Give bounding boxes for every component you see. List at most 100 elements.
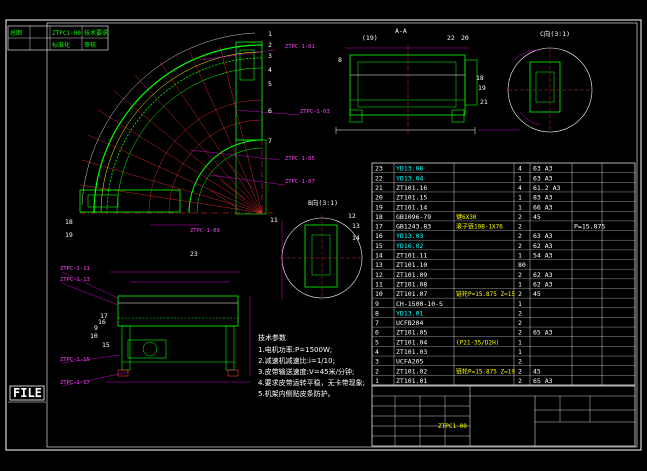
- bom-cell-code: UCFB204: [396, 319, 423, 327]
- label-19: (19): [362, 34, 378, 42]
- callout-11: 11: [270, 216, 278, 224]
- callout-10: 10: [90, 332, 98, 340]
- callout-13: 13: [352, 222, 360, 230]
- header-cell-4: 审核: [84, 41, 96, 49]
- callout-3: 3: [268, 52, 272, 60]
- bom-cell-mat: 63 A3: [533, 232, 553, 240]
- bom-cell-name: 链轮P=15.875 Z=15: [456, 290, 515, 298]
- bom-cell-no: 21: [375, 184, 383, 192]
- bom-cell-mat: 63 A3: [533, 174, 553, 182]
- notes-line-2: 2.减速机减速比:i=1/10;: [258, 356, 335, 365]
- bom-cell-qty: 4: [518, 165, 522, 173]
- bom-cell-no: 6: [375, 329, 379, 337]
- bom-cell-mat: 54 A3: [533, 252, 553, 260]
- bom-cell-qty: 2: [518, 309, 522, 317]
- callout-8: 8: [338, 56, 342, 64]
- svg-text:ZTPC-1-09: ZTPC-1-09: [190, 228, 220, 234]
- callout-5: 5: [268, 80, 272, 88]
- bom-cell-no: 13: [375, 261, 383, 269]
- callout-1: 1: [268, 30, 272, 38]
- label-20: 20: [461, 34, 469, 42]
- bom-cell-code: YD16.02: [396, 242, 423, 250]
- bom-cell-qty: 2: [518, 232, 522, 240]
- bom-cell-qty: 80: [518, 261, 526, 269]
- bom-cell-code: ZT101.14: [396, 203, 427, 211]
- notes-title: 技术参数: [258, 333, 286, 342]
- bom-cell-qty: 2: [518, 213, 522, 221]
- bom-cell-no: 17: [375, 223, 383, 231]
- svg-text:ZTPC-1-01: ZTPC-1-01: [285, 44, 315, 50]
- curved-conveyor-plan-view: ZTPC-1-01 ZTPC-1-03 ZTPC-1-05 ZTPC-1-07 …: [79, 32, 330, 234]
- bom-cell-code: ZT101.07: [396, 290, 427, 298]
- bom-cell-code: GB1096-79: [396, 213, 431, 221]
- bom-cell-no: 16: [375, 232, 383, 240]
- bom-cell-code: YD13.04: [396, 174, 423, 182]
- label-section-aa: A-A: [395, 27, 407, 35]
- bom-cell-no: 14: [375, 252, 383, 260]
- bom-cell-code: YD13.03: [396, 232, 423, 240]
- callout-9: 9: [94, 324, 98, 332]
- side-file-label: FILE: [13, 386, 42, 400]
- callout-17: 17: [100, 312, 108, 320]
- bom-cell-mat: 63 A3: [533, 165, 553, 173]
- bom-cell-mat: 45: [533, 213, 541, 221]
- callout-numbers: 1 2 3 4 5 6 7 8 9 10 11 12 13 14 15 16 1…: [65, 30, 488, 349]
- side-elevation-view: ZTPC-1-11 ZTPC-1-13 ZTPC-1-15 ZTPC-1-17: [60, 266, 251, 387]
- bom-cell-code: ZT101.02: [396, 367, 427, 375]
- bom-cell-name: 链轮P=15.875 Z=19: [456, 367, 515, 375]
- header-table: 总图 ZTPC1-00 技术要求 标准化 审核: [7, 25, 109, 51]
- bom-cell-code: ZT101.10: [396, 261, 427, 269]
- bom-cell-code: ZT101.05: [396, 329, 427, 337]
- technical-notes: 技术参数 1.电机功率:P=1500W; 2.减速机减速比:i=1/10; 3.…: [258, 333, 365, 398]
- bom-cell-no: 10: [375, 290, 383, 298]
- notes-line-1: 1.电机功率:P=1500W;: [258, 345, 332, 354]
- svg-text:ZTPC-1-07: ZTPC-1-07: [285, 179, 315, 185]
- bom-cell-code: YD13.06: [396, 165, 423, 173]
- title-block-code: ZTPC1-00: [438, 423, 467, 430]
- bom-cell-code: ZT101.11: [396, 252, 427, 260]
- bom-cell-mat: 66 A3: [533, 203, 553, 211]
- bom-cell-no: 1: [375, 377, 379, 385]
- bom-cell-qty: 1: [518, 348, 522, 356]
- bom-cell-qty: 1: [518, 174, 522, 182]
- bom-cell-code: ZT101.01: [396, 377, 427, 385]
- callout-18: 18: [65, 218, 73, 226]
- bom-cell-no: 22: [375, 174, 383, 182]
- bom-cell-code: ZT101.03: [396, 348, 427, 356]
- outer-frame: [5, 19, 642, 451]
- svg-text:ZTPC-1-03: ZTPC-1-03: [300, 109, 330, 115]
- detail-c-view: C向(3:1): [507, 29, 593, 133]
- bom-cell-no: 8: [375, 309, 379, 317]
- bom-cell-mat: 62 A3: [533, 280, 553, 288]
- header-cell-2: 技术要求: [84, 29, 108, 37]
- callout-12: 12: [348, 212, 356, 220]
- bom-cell-no: 2: [375, 367, 379, 375]
- bom-cell-mat: 65 A3: [533, 329, 553, 337]
- bom-cell-mat: 65 A3: [533, 377, 553, 385]
- bom-cell-qty: 1: [518, 338, 522, 346]
- notes-line-3: 3.皮带输送速度:V=45米/分钟;: [258, 367, 354, 376]
- bom-cell-no: 4: [375, 348, 379, 356]
- bom-cell-no: 18: [375, 213, 383, 221]
- bom-cell-no: 15: [375, 242, 383, 250]
- bom-cell-mat: 45: [533, 367, 541, 375]
- label-detail-c: C向(3:1): [540, 29, 570, 38]
- svg-text:ZTPC-1-15: ZTPC-1-15: [60, 357, 90, 363]
- bom-cell-qty: 2: [518, 319, 522, 327]
- bom-cell-no: 7: [375, 319, 379, 327]
- title-block: ZTPC1-00: [371, 385, 636, 447]
- callout-4: 4: [268, 66, 272, 74]
- bom-cell-qty: 2: [518, 367, 522, 375]
- bom-cell-mat: 62 A3: [533, 271, 553, 279]
- bom-cell-no: 23: [375, 165, 383, 173]
- callout-6: 6: [268, 107, 272, 115]
- bom-cell-mat: 62 A3: [533, 242, 553, 250]
- svg-text:ZTPC-1-05: ZTPC-1-05: [285, 156, 315, 162]
- bom-cell-code: ZT101.04: [396, 338, 427, 346]
- callout-19: 19: [65, 231, 73, 239]
- header-cell-3: 标准化: [52, 41, 70, 49]
- callout-23: 23: [190, 250, 198, 258]
- bom-cell-name: (P21-35/D2H): [456, 339, 499, 346]
- bom-cell-qty: 2: [518, 377, 522, 385]
